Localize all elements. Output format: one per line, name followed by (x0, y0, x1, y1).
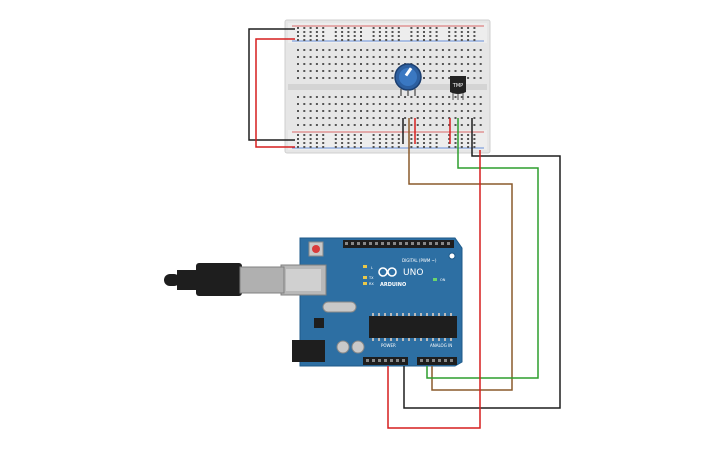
sensor-label: TMP (452, 83, 463, 89)
rail-wire-black[interactable] (248, 28, 295, 141)
digital-header[interactable] (345, 242, 450, 245)
sensor-signal-wire-green[interactable] (426, 118, 539, 379)
rail-wire-red[interactable] (255, 38, 295, 148)
breadboard[interactable] (284, 19, 491, 154)
power-header[interactable] (366, 359, 405, 362)
analog-header[interactable] (420, 359, 453, 362)
rx-led-label: RX (369, 282, 374, 286)
pot-wiper-wire-brown[interactable] (408, 118, 513, 391)
wires (248, 28, 561, 429)
digital-label: DIGITAL (PWM ~) (402, 258, 437, 263)
power-wire-red[interactable] (387, 150, 481, 429)
microcontroller-chip (372, 313, 452, 341)
l-led-label: L (371, 266, 373, 270)
on-led-label: ON (440, 278, 446, 282)
board-model-label: UNO (403, 268, 423, 278)
tx-led-label: TX (368, 276, 374, 280)
breadboard-holes (297, 27, 482, 148)
temperature-sensor[interactable]: TMP (450, 76, 466, 100)
arduino-logo (378, 267, 397, 277)
board-brand-label: ARDUINO (380, 282, 406, 288)
analog-in-label: ANALOG IN (430, 343, 452, 348)
power-label: POWER (381, 343, 396, 348)
usb-cable[interactable] (164, 263, 285, 296)
arduino-board[interactable]: UNO ARDUINO DIGITAL (PWM ~) ON L TX RX P… (280, 237, 463, 367)
ground-wire-black[interactable] (403, 146, 561, 409)
potentiometer[interactable] (394, 63, 422, 96)
